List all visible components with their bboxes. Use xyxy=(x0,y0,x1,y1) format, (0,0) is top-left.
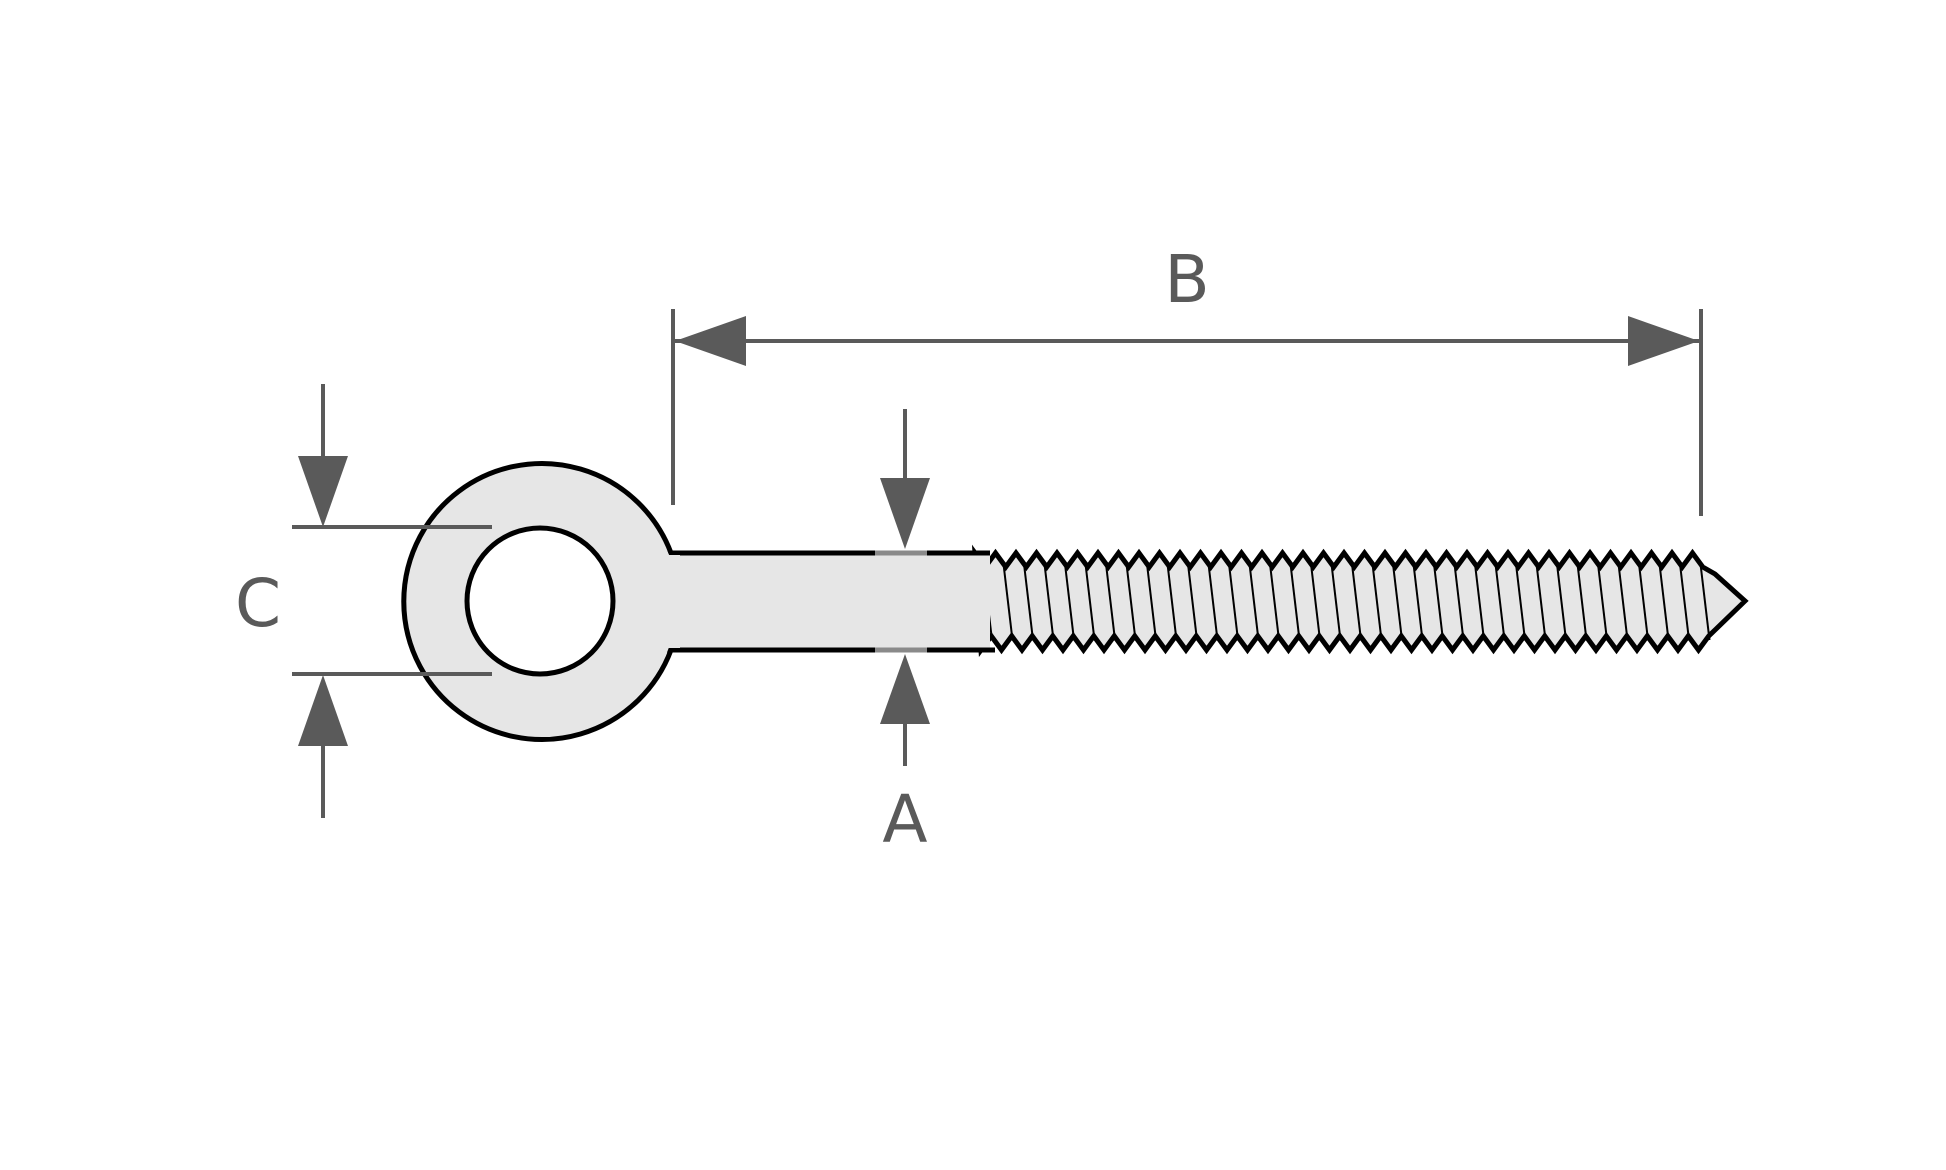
thread-line xyxy=(1597,563,1608,641)
eye-screw xyxy=(401,461,1749,742)
eye-shank-join xyxy=(640,555,680,648)
thread-line xyxy=(1412,563,1424,641)
thread-line xyxy=(1289,563,1301,641)
thread-line xyxy=(1166,563,1178,641)
thread-line xyxy=(1617,563,1629,641)
thread-line xyxy=(1658,563,1670,641)
thread-line xyxy=(1638,563,1649,641)
thread-line xyxy=(1576,563,1588,641)
thread-line xyxy=(1105,563,1116,641)
thread-hatching xyxy=(982,563,1711,641)
dimension-c-label: C xyxy=(235,565,281,642)
thread-line xyxy=(1699,563,1711,641)
dimension-b-arrow-left xyxy=(675,316,746,366)
shank xyxy=(645,550,995,653)
thread-line xyxy=(1043,563,1055,641)
dimension-c: C xyxy=(235,384,492,818)
thread-line xyxy=(1228,563,1239,641)
dimension-b: B xyxy=(671,241,1703,516)
thread-line xyxy=(1453,563,1465,641)
dimension-a: A xyxy=(880,409,930,858)
dimension-c-arrow-bottom xyxy=(298,675,348,746)
thread-line xyxy=(1679,563,1690,641)
thread-line xyxy=(1310,563,1321,641)
thread-line xyxy=(1187,563,1198,641)
thread-line xyxy=(1494,563,1506,641)
thread-line xyxy=(1248,563,1260,641)
thread-line xyxy=(1433,563,1444,641)
thread-line xyxy=(1392,563,1403,641)
thread-line xyxy=(1371,563,1383,641)
eye-ring-outline xyxy=(401,461,674,742)
thread-line xyxy=(1146,563,1157,641)
dimension-b-arrow-right xyxy=(1628,316,1699,366)
thread-line xyxy=(1084,563,1096,641)
shank-body xyxy=(645,553,990,650)
thread-line xyxy=(1207,563,1219,641)
eye-hole xyxy=(464,525,616,677)
thread-line xyxy=(1330,563,1342,641)
dimension-a-arrow-bottom xyxy=(880,654,930,724)
dimension-c-arrow-top xyxy=(298,456,348,527)
thread-body xyxy=(975,553,1745,650)
thread-line xyxy=(1125,563,1137,641)
dimension-b-label: B xyxy=(1164,241,1209,318)
threaded-section xyxy=(971,544,1749,658)
thread-line xyxy=(1023,563,1034,641)
eye-ring xyxy=(401,461,680,742)
thread-line xyxy=(1556,563,1567,641)
dimension-a-arrow-top xyxy=(880,478,930,549)
thread-line xyxy=(1351,563,1362,641)
thread-line xyxy=(1535,563,1547,641)
thread-line xyxy=(1269,563,1280,641)
thread-line xyxy=(1002,563,1014,641)
thread-line xyxy=(1474,563,1485,641)
thread-outline xyxy=(971,544,1749,658)
thread-line xyxy=(1064,563,1075,641)
thread-line xyxy=(1515,563,1526,641)
dimension-a-label: A xyxy=(882,781,927,858)
